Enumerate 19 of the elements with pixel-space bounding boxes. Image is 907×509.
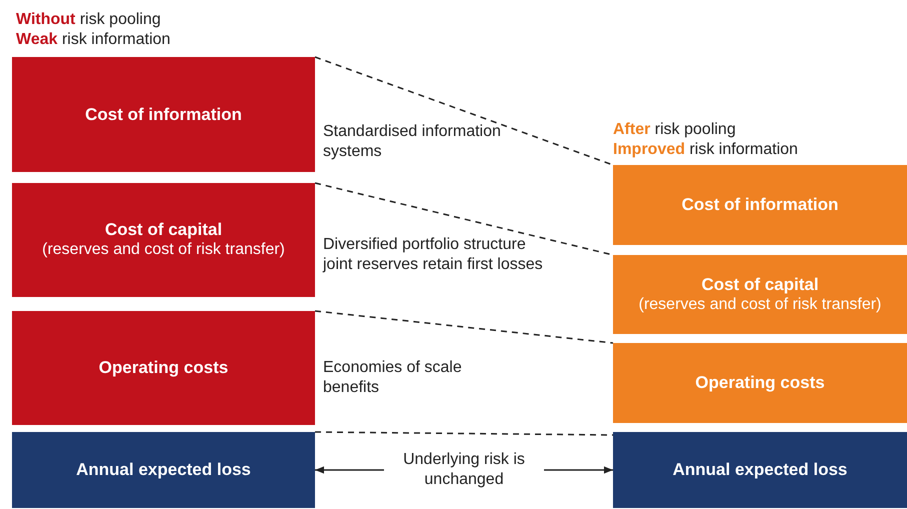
heading-text: Improved risk information (613, 140, 798, 160)
cost-box: Operating costs (12, 311, 315, 425)
note-text: Economies of scale benefits (323, 358, 463, 398)
cost-box: Annual expected loss (12, 432, 315, 508)
cost-box: Cost of information (613, 165, 907, 245)
cost-box: Annual expected loss (613, 432, 907, 508)
cost-box: Cost of information (12, 57, 315, 172)
edge-label: Underlying risk is unchanged (384, 450, 544, 490)
dashed-line (315, 431, 613, 436)
note-text: Standardised information systems (323, 122, 502, 162)
note-text: Diversified portfolio structure joint reserves retain first losses (323, 235, 544, 275)
cost-box: Cost of capital (reserves and cost of risk transfer) (613, 255, 907, 334)
heading-text: After risk pooling (613, 120, 736, 140)
heading-text: Weak risk information (16, 30, 170, 50)
heading-text: Without risk pooling (16, 10, 161, 30)
cost-box: Cost of capital (reserves and cost of risk transfer) (12, 183, 315, 297)
cost-box: Operating costs (613, 343, 907, 423)
dashed-line (314, 56, 614, 166)
dashed-line (314, 310, 614, 344)
